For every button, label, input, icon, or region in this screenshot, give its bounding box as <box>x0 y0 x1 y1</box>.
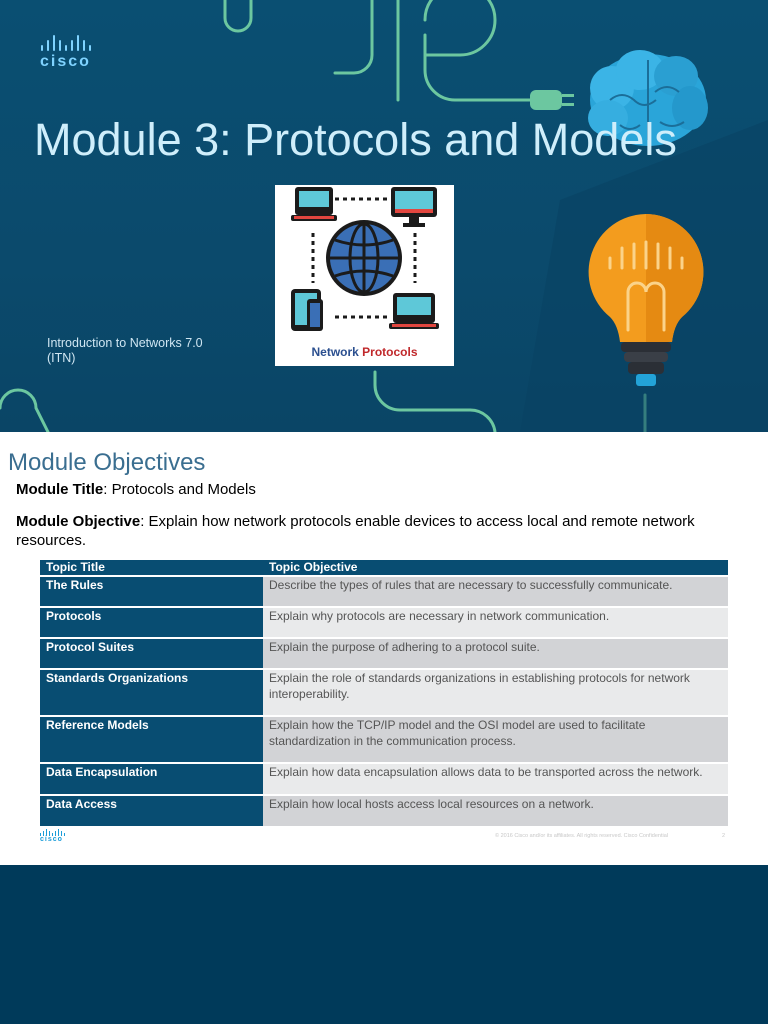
course-info: Introduction to Networks 7.0 (ITN) <box>47 336 203 366</box>
topic-objective-cell: Explain how data encapsulation allows da… <box>263 762 728 795</box>
network-protocols-label: Network Protocols <box>275 345 454 359</box>
module-objective-value: : Explain how network protocols enable d… <box>16 513 695 549</box>
topics-table: Topic Title Topic Objective The Rules De… <box>40 560 728 826</box>
network-protocols-illustration: Network Protocols <box>275 185 454 366</box>
module-objective-line: Module Objective: Explain how network pr… <box>16 512 716 550</box>
topic-title-cell: Protocols <box>40 606 263 638</box>
module-objective-label: Module Objective <box>16 513 141 530</box>
slide-title: Module 3: Protocols and Models <box>34 114 677 165</box>
topic-objective-cell: Explain the purpose of adhering to a pro… <box>263 637 728 669</box>
brain-icon <box>588 50 708 146</box>
network-diagram-icon <box>291 187 439 331</box>
footer-page-number: 2 <box>722 833 726 839</box>
table-row: Data Access Explain how local hosts acce… <box>40 794 728 826</box>
table-row: Data Encapsulation Explain how data enca… <box>40 762 728 795</box>
course-code: (ITN) <box>47 351 76 365</box>
table-row: Reference Models Explain how the TCP/IP … <box>40 715 728 763</box>
column-header-topic-objective: Topic Objective <box>263 560 728 576</box>
topic-title-cell: Standards Organizations <box>40 668 263 716</box>
topic-title-cell: Data Encapsulation <box>40 762 263 795</box>
cisco-logo: cisco <box>40 33 110 71</box>
module-title-value: : Protocols and Models <box>103 481 256 498</box>
title-slide: cisco Module 3: Protocols and Models <box>0 0 768 432</box>
cisco-logo-text: cisco <box>40 53 91 70</box>
table-row: Protocols Explain why protocols are nece… <box>40 606 728 638</box>
module-title-label: Module Title <box>16 481 104 498</box>
topic-title-cell: The Rules <box>40 575 263 607</box>
topic-title-cell: Reference Models <box>40 715 263 763</box>
topic-title-cell: Data Access <box>40 794 263 826</box>
objectives-slide: Module Objectives Module Title: Protocol… <box>0 432 768 865</box>
course-name: Introduction to Networks 7.0 <box>47 336 203 350</box>
lightbulb-icon <box>588 214 704 386</box>
topic-objective-cell: Explain why protocols are necessary in n… <box>263 606 728 638</box>
table-row: Standards Organizations Explain the role… <box>40 668 728 716</box>
footer-copyright: © 2016 Cisco and/or its affiliates. All … <box>495 833 669 839</box>
footer-cisco-logo: cisco <box>40 829 65 843</box>
table-header-row: Topic Title Topic Objective <box>40 560 728 576</box>
module-title-line: Module Title: Protocols and Models <box>16 481 256 498</box>
protocols-word: Protocols <box>362 345 418 359</box>
topic-objective-cell: Describe the types of rules that are nec… <box>263 575 728 607</box>
table-row: Protocol Suites Explain the purpose of a… <box>40 637 728 669</box>
topic-objective-cell: Explain the role of standards organizati… <box>263 668 728 716</box>
topic-title-cell: Protocol Suites <box>40 637 263 669</box>
topic-objective-cell: Explain how the TCP/IP model and the OSI… <box>263 715 728 763</box>
topic-objective-cell: Explain how local hosts access local res… <box>263 794 728 826</box>
network-word: Network <box>311 345 359 359</box>
slide-heading: Module Objectives <box>8 449 206 476</box>
table-row: The Rules Describe the types of rules th… <box>40 575 728 607</box>
column-header-topic-title: Topic Title <box>40 560 263 576</box>
footer-logo-text: cisco <box>40 836 63 843</box>
next-slide-background <box>0 865 768 1024</box>
